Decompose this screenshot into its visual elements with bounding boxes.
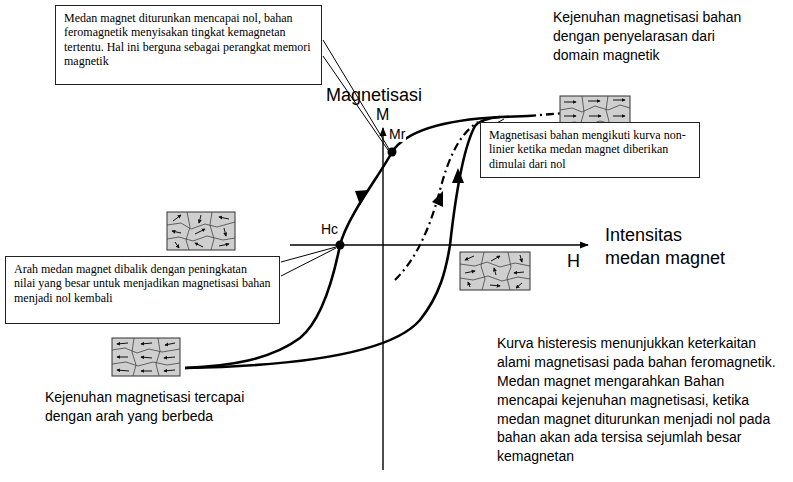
axis-title: Intensitas medan magnet <box>605 224 733 271</box>
saturation-note: Kejenuhan magnetisasi bahan dengan penye… <box>553 8 758 65</box>
description-text: Kurva histeresis menunjukkan keterkaitan… <box>497 334 785 466</box>
leader-line <box>281 247 336 262</box>
callout-text: Arah medan magnet dibalik dengan peningk… <box>14 262 271 305</box>
saturation-extension <box>528 113 565 116</box>
h-axis <box>290 244 588 245</box>
m-axis <box>382 128 383 470</box>
random-domains <box>167 212 235 250</box>
axis-title: Magnetisasi <box>326 86 422 106</box>
callout-text: Medan magnet diturunkan mencapai nol, ba… <box>64 11 313 69</box>
axis-symbol: H <box>567 252 580 272</box>
curve-arrow <box>432 191 443 207</box>
saturation-line <box>500 116 528 117</box>
leader-line <box>281 248 336 276</box>
curve-arrow <box>452 168 464 183</box>
curve-arrow <box>355 190 369 205</box>
random-domains <box>460 252 530 290</box>
point-label: Hc <box>320 222 339 237</box>
callout-box: Medan magnet diturunkan mencapai nol, ba… <box>55 5 322 85</box>
callout-box: Magnetisasi bahan mengikuti kurva non-li… <box>480 122 700 178</box>
callout-box: Arah medan magnet dibalik dengan peningk… <box>5 256 280 324</box>
point-label: Mr <box>388 127 406 142</box>
coercivity-point <box>336 241 345 250</box>
reversed-domains <box>112 338 180 376</box>
saturation-note: Kejenuhan magnetisasi tercapai dengan ar… <box>45 388 250 426</box>
axis-symbol: M <box>376 106 389 124</box>
callout-text: Magnetisasi bahan mengikuti kurva non-li… <box>489 128 691 171</box>
